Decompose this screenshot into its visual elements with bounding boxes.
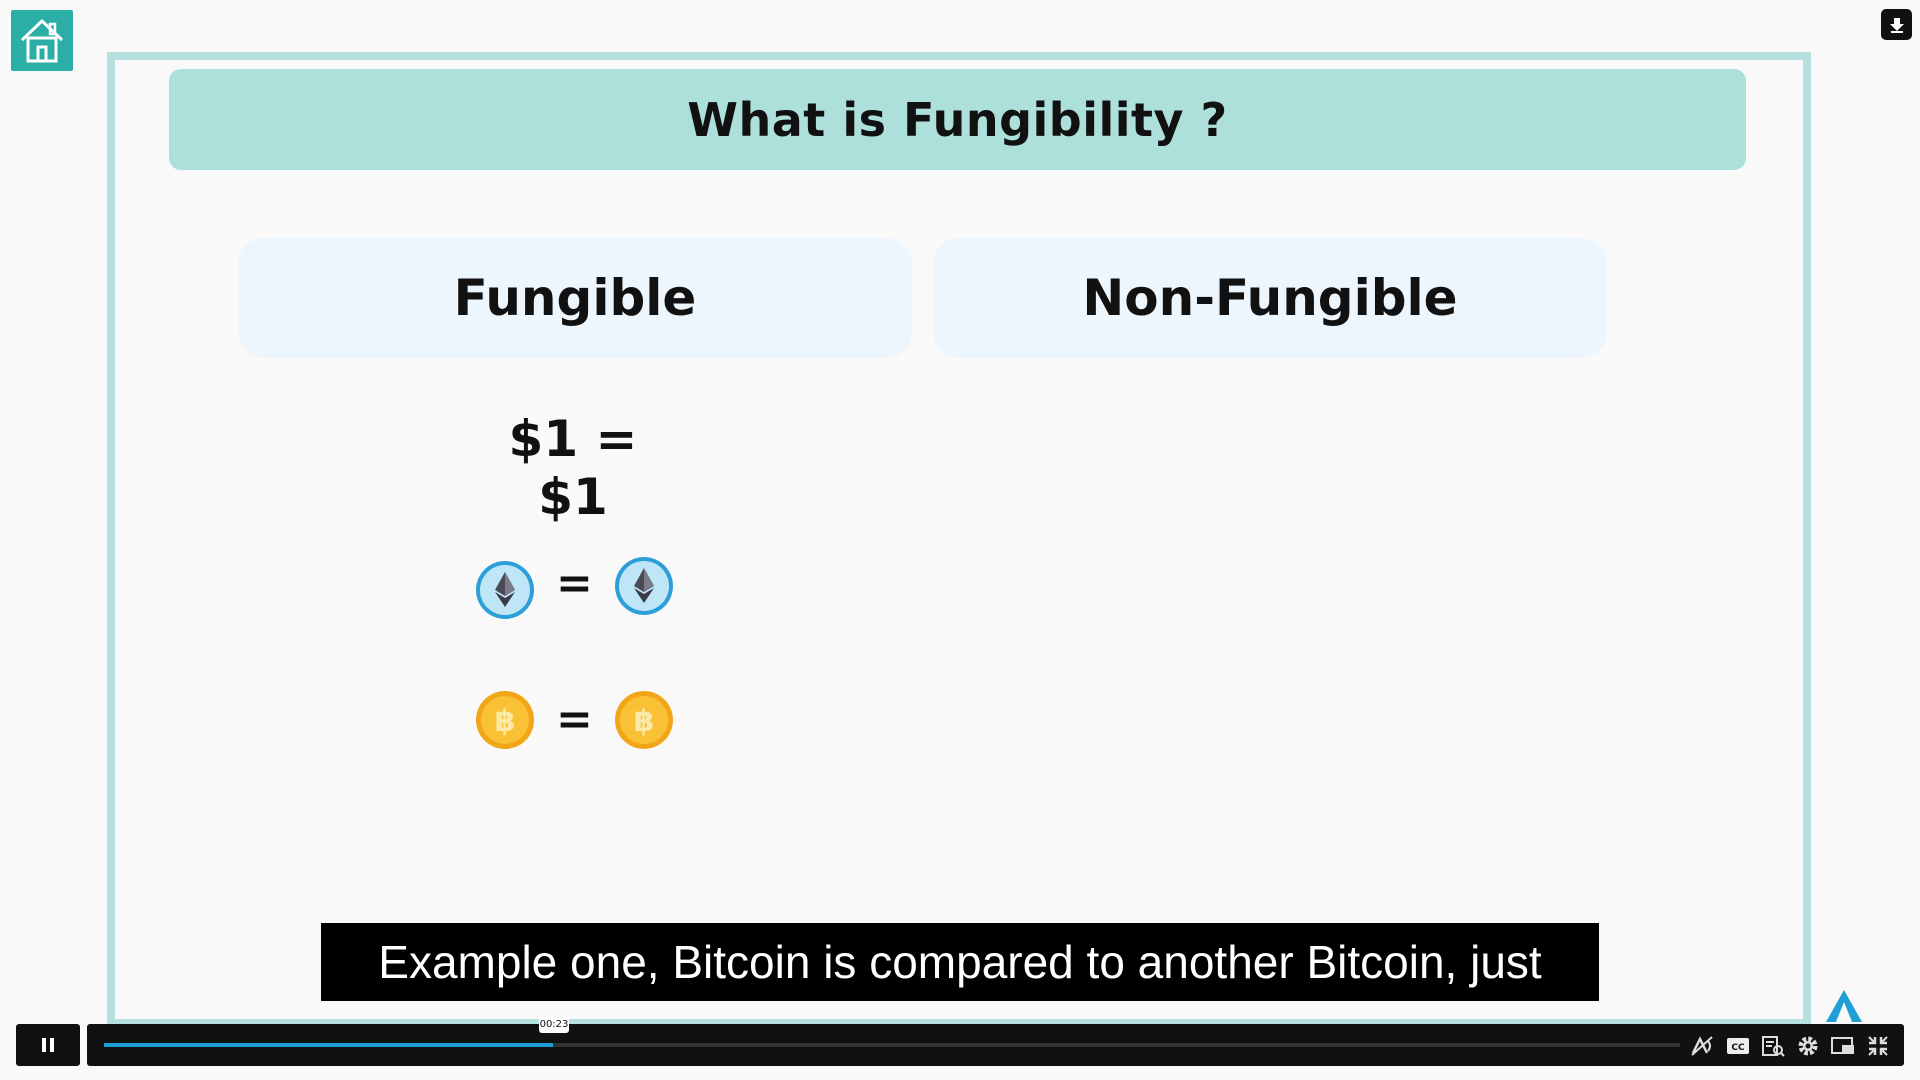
bitcoin-coin-icon: ฿ (476, 691, 534, 749)
svg-text:฿: ฿ (495, 704, 516, 739)
player-controls: 00:23 CC (0, 1017, 1920, 1080)
current-time-tooltip: 00:23 (539, 1017, 569, 1033)
bitcoin-coin-icon: ฿ (615, 691, 673, 749)
slide-title: What is Fungibility ? (687, 92, 1228, 147)
svg-text:CC: CC (1731, 1043, 1745, 1053)
svg-text:฿: ฿ (634, 704, 655, 739)
picture-in-picture-button[interactable] (1829, 1032, 1857, 1060)
home-icon (20, 19, 64, 62)
column-header-non-fungible: Non-Fungible (933, 238, 1607, 358)
equals-sign: = (556, 694, 593, 745)
transcript-icon (1762, 1036, 1785, 1057)
slide-frame (107, 52, 1811, 1027)
audio-description-icon (1691, 1036, 1713, 1056)
slide-title-bar: What is Fungibility ? (169, 69, 1746, 170)
audio-description-button[interactable] (1689, 1032, 1717, 1060)
column-label-non-fungible: Non-Fungible (1082, 269, 1458, 327)
ethereum-coin-icon (476, 561, 534, 619)
ethereum-coin-icon (615, 557, 673, 615)
exit-fullscreen-icon (1868, 1036, 1888, 1056)
dollar-equation: $1 = $1 (508, 410, 638, 526)
seek-bar-container: 00:23 CC (87, 1017, 1904, 1066)
exit-fullscreen-button[interactable] (1864, 1032, 1892, 1060)
transcript-button[interactable] (1759, 1032, 1787, 1060)
pause-button[interactable] (16, 1024, 80, 1066)
closed-captions-button[interactable]: CC (1724, 1032, 1752, 1060)
download-icon (1889, 17, 1904, 33)
picture-in-picture-icon (1831, 1037, 1854, 1054)
home-button[interactable] (11, 10, 73, 71)
equals-sign: = (556, 558, 593, 609)
download-button[interactable] (1881, 9, 1912, 40)
closed-captions-icon: CC (1727, 1038, 1749, 1054)
subtitle-caption: Example one, Bitcoin is compared to anot… (321, 923, 1599, 1001)
settings-button[interactable] (1794, 1032, 1822, 1060)
subtitle-text: Example one, Bitcoin is compared to anot… (378, 936, 1542, 988)
settings-icon (1798, 1036, 1818, 1056)
column-label-fungible: Fungible (453, 269, 697, 327)
seek-progress (104, 1043, 554, 1047)
column-header-fungible: Fungible (238, 238, 912, 358)
seek-bar[interactable] (104, 1043, 1680, 1047)
brand-logo-icon (1826, 990, 1862, 1022)
pause-icon (42, 1038, 54, 1052)
